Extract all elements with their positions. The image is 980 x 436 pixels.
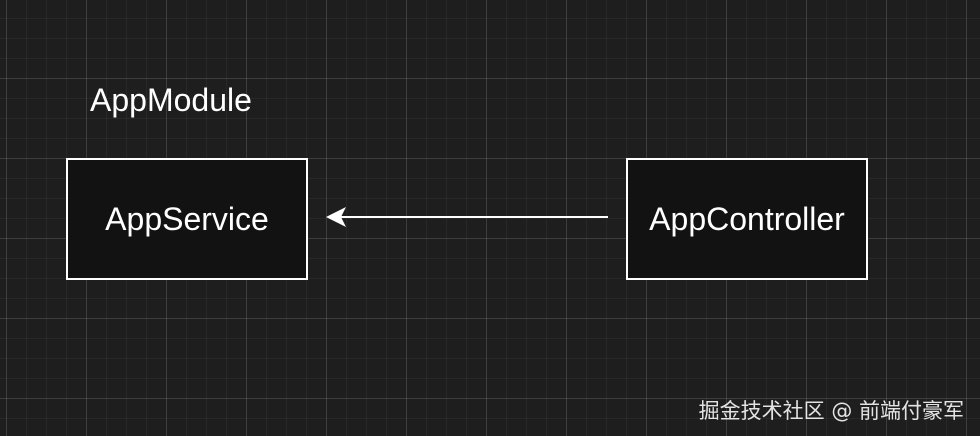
app-service-label: AppService — [105, 200, 269, 237]
watermark: 掘金技术社区 @ 前端付豪军 — [698, 399, 964, 423]
app-controller-label: AppController — [649, 200, 845, 237]
app-controller-node[interactable]: AppController — [626, 158, 868, 280]
arrow-head-icon — [326, 207, 346, 227]
module-label: AppModule — [90, 82, 252, 118]
app-service-node[interactable]: AppService — [66, 158, 308, 280]
